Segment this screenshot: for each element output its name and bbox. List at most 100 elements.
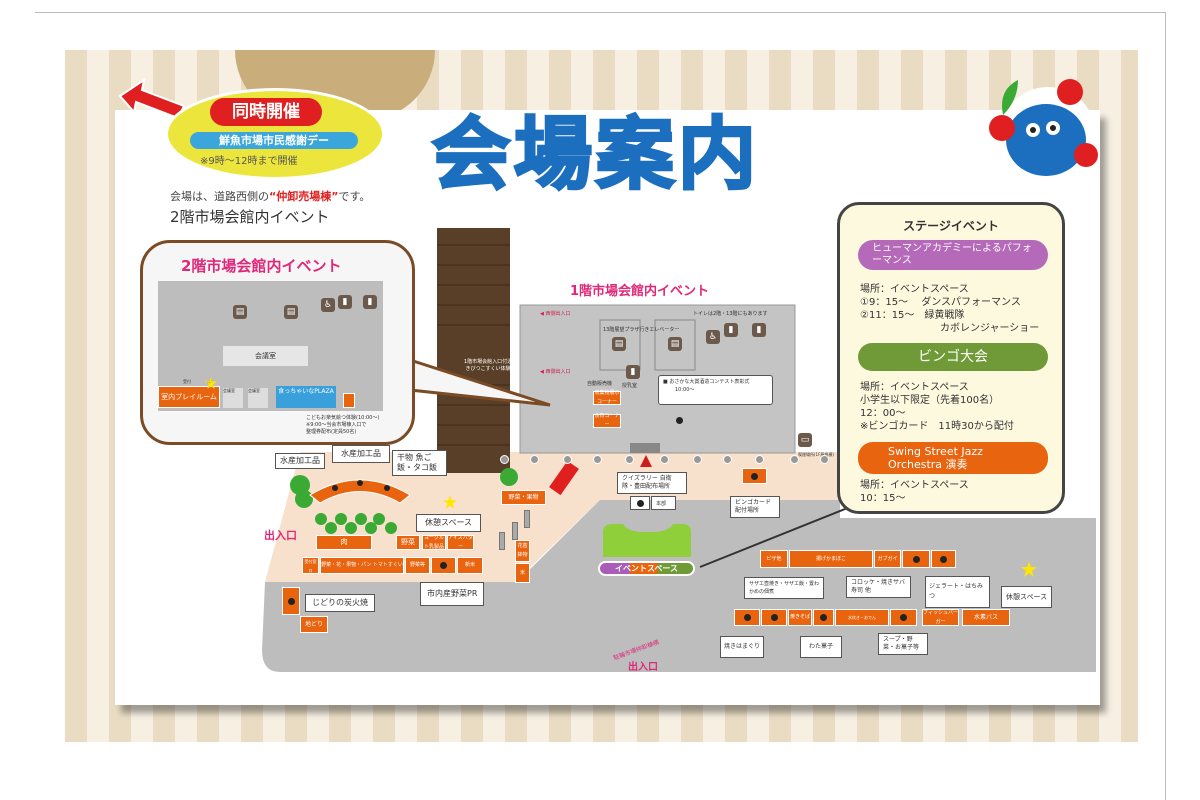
concurrent-hours: ※9時～12時まで開催 xyxy=(200,156,298,167)
floor2-room-b: 会議室 xyxy=(248,388,268,408)
concurrent-badge: 同時開催 xyxy=(210,98,322,126)
floor2-room-a: 会議室 xyxy=(223,388,243,408)
intro-text-end: です。 xyxy=(338,190,371,203)
floor2-callout: 2階市場会館内イベント 会議室 ▤ ▤ ♿ ▮ ▮ 室内プレイルーム 会議室 会… xyxy=(140,240,415,445)
parking-area xyxy=(262,500,1096,672)
post xyxy=(625,455,634,464)
stall-jidori-grill xyxy=(282,587,300,615)
smoking-label: 喫煙場所(1F屋根横) xyxy=(798,452,834,457)
corner-food: 食育コーナー xyxy=(593,413,621,428)
stage-events-panel: ステージイベント ヒューマンアカデミーによるパフォーマンス 場所：イベントスペー… xyxy=(837,202,1065,514)
event-place: 場所：イベントスペース xyxy=(860,382,969,393)
label-suisan-2: 水産加工品 xyxy=(332,445,390,463)
label-pr: 市内産野菜PR xyxy=(420,582,485,606)
intro-text: 会場は、道路西側の xyxy=(170,190,269,203)
label-croquette: コロッケ・焼きサバ寿司 他 xyxy=(846,576,911,598)
page-title: 会場案内 xyxy=(430,109,761,202)
stall-yasai-hana: 野菜・花・果物・パン トマトすくい xyxy=(320,557,404,574)
accessible-toilet-icon: ♿ xyxy=(321,298,335,312)
contest-label: ■ おさかな大賞酒造コンテスト表彰式 xyxy=(663,379,750,385)
location-dot xyxy=(940,555,947,563)
mascot-logo xyxy=(989,79,1098,183)
label-sazae: サザエ壺焼き・サザエ飯・置わかめの佃煮 xyxy=(744,577,824,599)
note-line: 1階市場会館入口付近 xyxy=(463,359,513,365)
elevator-icon: ▤ xyxy=(284,305,298,319)
entrance-label: 出入口 xyxy=(264,529,297,542)
page-border-right xyxy=(1165,12,1166,800)
stall-kome: 米 xyxy=(515,563,530,583)
wood-stairs xyxy=(437,228,510,473)
concurrent-event-name: 鮮魚市場市民感謝デー xyxy=(190,132,358,149)
location-dot xyxy=(751,472,758,480)
stall-sazae xyxy=(761,609,787,626)
post xyxy=(563,455,572,464)
label-bingo-card: ビンゴカード配付場所 xyxy=(730,496,780,518)
floor2-title: 2階市場会館内イベント xyxy=(181,257,342,275)
venue-intro: 会場は、道路西側の“仲卸売場棟”です。 xyxy=(170,188,370,204)
toilet-icon: ▮ xyxy=(338,295,352,309)
floor2-booth xyxy=(343,393,355,408)
stall-gabu: ガブガイ xyxy=(874,550,901,568)
event-time: ①9：15～ ダンスパフォーマンス xyxy=(860,297,1021,308)
stall-meat: 肉 xyxy=(316,535,372,550)
stall-misc: 水炊き・おでん xyxy=(835,609,889,626)
stall-pizza: ピザ他 xyxy=(760,550,788,568)
event-bingo: ビンゴ大会 xyxy=(858,343,1048,371)
booth-honbu: 本部 xyxy=(651,496,676,510)
entrance-label: 出入口 xyxy=(628,662,658,673)
floor2-note: こどもお楽気絵つ体験(10:00～)※9:00～当会市場棟入口で整理券配布(定員… xyxy=(306,415,379,436)
stage-title: ステージイベント xyxy=(903,219,999,233)
label-rest-2: 休憩スペース xyxy=(1001,586,1053,608)
post xyxy=(723,455,732,464)
elevator-icon: ▤ xyxy=(612,337,626,351)
elevator-label: 13階展望プラザ行きエレベーター xyxy=(603,327,680,333)
stall-yasai-kudamono: 野菜・果物 xyxy=(501,490,546,505)
post xyxy=(593,455,602,464)
label-rest-1: 休憩スペース xyxy=(416,514,482,532)
subtitle: 2階市場会館内イベント xyxy=(170,208,330,226)
stall-watagashi xyxy=(813,609,834,626)
label-jidori-grill: じどりの炭火焼 xyxy=(305,594,375,612)
toilet-icon: ▮ xyxy=(724,323,738,337)
note-line: きびつこすくい体験 xyxy=(465,366,511,372)
west-exit-1: ◀ 西側出入口 xyxy=(540,311,571,317)
location-dot xyxy=(743,614,751,621)
bench xyxy=(512,522,518,540)
note-line: 整理券配布(定員50名) xyxy=(306,429,357,435)
event-place: 場所：イベントスペース xyxy=(860,480,969,491)
post xyxy=(755,455,764,464)
exit-label: 西側出入口 xyxy=(545,311,571,317)
location-dot xyxy=(676,417,683,424)
label-gelato: ジェラート・はちみつ xyxy=(925,576,990,608)
event-time: 12：00～ xyxy=(860,408,906,419)
nursing-room-icon: ▮ xyxy=(626,365,640,379)
post xyxy=(693,455,702,464)
bench xyxy=(524,510,530,528)
stall-yasai: 野菜 xyxy=(396,535,420,550)
label-kakigori: 焼きはまぐり xyxy=(720,636,765,658)
intro-highlight: “仲卸売場棟” xyxy=(269,190,339,203)
entrance-marker xyxy=(640,455,652,467)
floor2-hall: 会議室 xyxy=(223,346,308,366)
label-himono: 干物 魚ご飯・タコ飯 xyxy=(392,450,447,476)
stall-soba: 焼きそば xyxy=(788,609,812,626)
label-soup: スープ・野菜・お菓子等 xyxy=(878,633,928,655)
smoking-icon: ▭ xyxy=(798,433,812,447)
floor2-small-label: 受付 xyxy=(183,379,191,384)
elevator-icon: ▤ xyxy=(233,305,247,319)
booth-honbu-dot xyxy=(630,496,650,510)
accessible-toilet-icon: ♿ xyxy=(706,330,720,344)
exit-label: 西側出入口 xyxy=(545,369,571,375)
stall-soup xyxy=(890,609,917,626)
event-limit: 小学生以下限定（先着100名） xyxy=(860,395,1000,406)
event-time: カボレンジャーショー xyxy=(940,323,1040,334)
note-line: こどもお楽気絵つ体験(10:00～) xyxy=(306,415,380,421)
tree xyxy=(325,522,337,534)
label-suisan-1: 水産加工品 xyxy=(275,453,325,469)
toilet-icon: ▮ xyxy=(363,295,377,309)
stall-croquette xyxy=(902,550,930,568)
stall-yogurt: ヨーグルト乳製品 xyxy=(422,534,446,550)
stall-hanabachi: 花苗鉢物 xyxy=(515,540,530,562)
stall-shinmai: 新米 xyxy=(457,557,483,574)
